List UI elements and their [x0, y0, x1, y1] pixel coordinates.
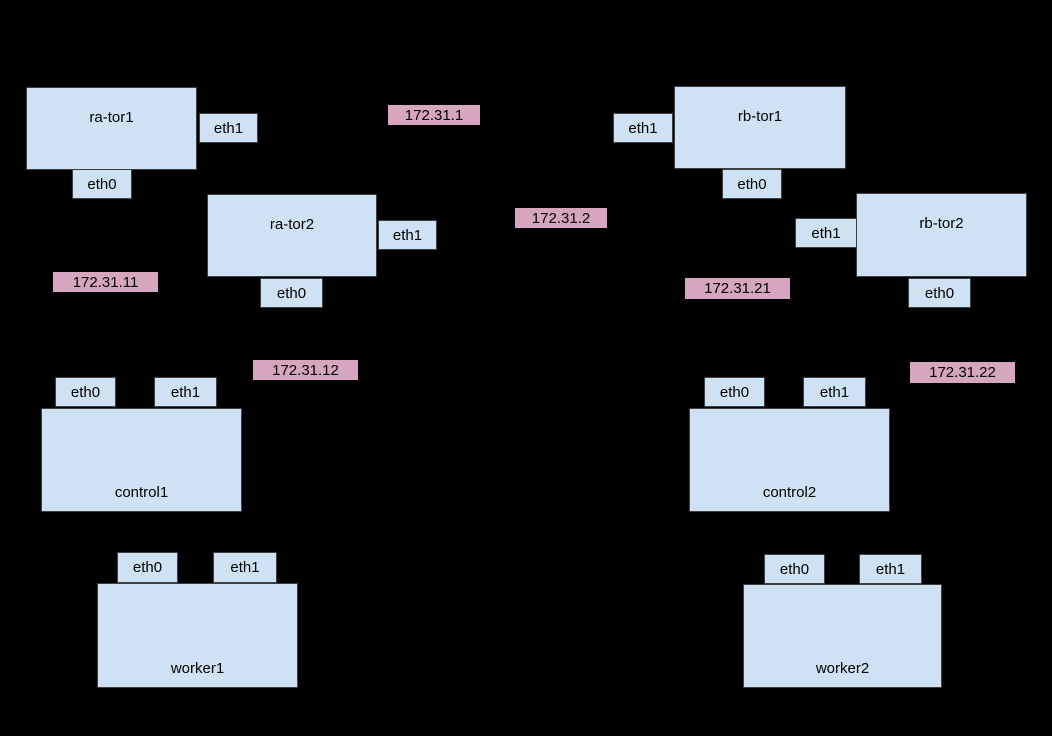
iface-worker1-eth1: eth1 — [213, 552, 277, 583]
ip-label-172-31-22: 172.31.22 — [910, 362, 1015, 383]
node-control1: control1 — [41, 408, 242, 512]
iface-rb-tor2-eth0: eth0 — [908, 278, 971, 308]
iface-rb-tor2-eth1: eth1 — [795, 218, 857, 248]
iface-worker2-eth1: eth1 — [859, 554, 922, 584]
iface-worker2-eth0: eth0 — [764, 554, 825, 584]
iface-ra-tor2-eth0: eth0 — [260, 278, 323, 308]
node-label: worker1 — [170, 660, 225, 677]
node-rb-tor1: rb-tor1 — [674, 86, 846, 169]
node-control2: control2 — [689, 408, 890, 512]
node-label: control2 — [762, 484, 817, 501]
ip-label-172-31-21: 172.31.21 — [685, 278, 790, 299]
node-label: worker2 — [815, 660, 870, 677]
node-label: control1 — [114, 484, 169, 501]
node-ra-tor2: ra-tor2 — [207, 194, 377, 277]
iface-control1-eth1: eth1 — [154, 377, 217, 407]
iface-control2-eth1: eth1 — [803, 377, 866, 407]
iface-worker1-eth0: eth0 — [117, 552, 178, 583]
ip-label-172-31-11: 172.31.11 — [53, 272, 158, 292]
ip-label-172-31-1: 172.31.1 — [388, 105, 480, 125]
iface-rb-tor1-eth0: eth0 — [722, 169, 782, 199]
iface-ra-tor1-eth1: eth1 — [199, 113, 258, 143]
node-worker2: worker2 — [743, 584, 942, 688]
iface-ra-tor2-eth1: eth1 — [378, 220, 437, 250]
node-rb-tor2: rb-tor2 — [856, 193, 1027, 277]
node-label: ra-tor1 — [89, 109, 134, 126]
node-ra-tor1: ra-tor1 — [26, 87, 197, 170]
ip-label-172-31-2: 172.31.2 — [515, 208, 607, 228]
node-label: rb-tor2 — [919, 215, 964, 232]
ip-label-172-31-12: 172.31.12 — [253, 360, 358, 380]
iface-control1-eth0: eth0 — [55, 377, 116, 407]
node-label: ra-tor2 — [269, 216, 315, 233]
node-worker1: worker1 — [97, 583, 298, 688]
iface-control2-eth0: eth0 — [704, 377, 765, 407]
iface-ra-tor1-eth0: eth0 — [72, 169, 132, 199]
iface-rb-tor1-eth1: eth1 — [613, 113, 673, 143]
node-label: rb-tor1 — [737, 108, 783, 125]
